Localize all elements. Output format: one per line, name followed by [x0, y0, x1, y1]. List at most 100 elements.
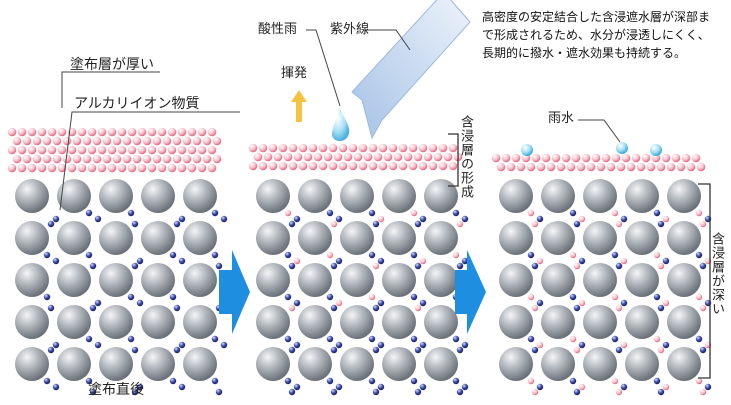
coating-particle	[7, 127, 17, 137]
coating-particle	[428, 143, 438, 153]
alkali-ion-particle	[52, 215, 60, 223]
alkali-ion-particle	[43, 377, 51, 385]
panel-before	[7, 127, 228, 396]
impregnation-particle	[615, 388, 623, 396]
alkali-ion-particle	[461, 383, 469, 391]
coating-particle	[506, 162, 516, 172]
coating-particle	[107, 163, 117, 173]
coating-particle	[202, 136, 212, 146]
substrate-particle	[298, 347, 332, 381]
coating-particle	[52, 136, 62, 146]
substrate-particle	[340, 347, 374, 381]
alkali-ion-particle	[94, 341, 102, 349]
alkali-ion-particle	[330, 388, 338, 396]
alkali-ion-particle	[293, 341, 301, 349]
caption-before: 塗布直後	[88, 382, 144, 398]
coating-particle	[298, 161, 308, 171]
alkali-ion-particle	[536, 383, 544, 391]
alkali-ion-particle	[131, 388, 139, 396]
impregnation-particle	[569, 251, 577, 259]
substrate-particle	[340, 263, 374, 297]
coating-particle	[117, 163, 127, 173]
substrate-particle	[141, 263, 175, 297]
impregnation-particle	[531, 388, 539, 396]
coating-particle	[57, 163, 67, 173]
substrate-particle	[57, 179, 91, 213]
impregnation-particle	[452, 251, 460, 259]
alkali-ion-particle	[620, 215, 628, 223]
substrate-particle	[583, 347, 617, 381]
coating-particle	[418, 161, 428, 171]
alkali-ion-particle	[527, 251, 535, 259]
coating-particle	[308, 143, 318, 153]
alkali-ion-particle	[136, 383, 144, 391]
coating-particle	[77, 127, 87, 137]
alkali-ion-particle	[288, 262, 296, 270]
coating-particle	[536, 162, 546, 172]
coating-particle	[17, 127, 27, 137]
alkali-ion-particle	[335, 257, 343, 265]
coating-particle	[7, 163, 17, 173]
substrate-particle	[141, 305, 175, 339]
substrate-particle	[340, 305, 374, 339]
coating-particle	[202, 154, 212, 164]
coating-particle	[601, 153, 611, 163]
alkali-ion-particle	[284, 377, 292, 385]
label-thick-layer: 塗布層が厚い	[70, 57, 154, 73]
coating-particle	[566, 162, 576, 172]
coating-particle	[57, 127, 67, 137]
impregnation-particle	[615, 220, 623, 228]
coating-particle	[348, 143, 358, 153]
alkali-ion-particle	[136, 257, 144, 265]
alkali-ion-particle	[456, 346, 464, 354]
coating-particle	[368, 161, 378, 171]
coating-particle	[358, 143, 368, 153]
alkali-ion-particle	[569, 209, 577, 217]
coating-particle	[423, 152, 433, 162]
substrate-particle	[183, 263, 217, 297]
coating-particle	[691, 153, 701, 163]
substrate-particle	[583, 305, 617, 339]
coating-particle	[403, 152, 413, 162]
alkali-ion-particle	[611, 335, 619, 343]
coating-particle	[393, 152, 403, 162]
alkali-ion-particle	[326, 293, 334, 301]
coating-particle	[57, 145, 67, 155]
coating-particle	[418, 143, 428, 153]
substrate-particle	[625, 305, 659, 339]
coating-particle	[268, 161, 278, 171]
alkali-ion-particle	[452, 377, 460, 385]
substrate-particle	[667, 263, 701, 297]
alkali-ion-particle	[452, 209, 460, 217]
water-droplet	[521, 144, 533, 156]
impregnation-particle	[368, 293, 376, 301]
impregnation-particle	[657, 262, 665, 270]
coating-particle	[97, 163, 107, 173]
coating-particle	[531, 153, 541, 163]
substrate-particle	[382, 179, 416, 213]
alkali-ion-particle	[169, 377, 177, 385]
coating-particle	[671, 153, 681, 163]
substrate-particle	[141, 347, 175, 381]
leader-acid-rain	[306, 29, 341, 107]
coating-particle	[22, 154, 32, 164]
coating-particle	[32, 154, 42, 164]
alkali-ion-particle	[419, 215, 427, 223]
coating-particle	[197, 127, 207, 137]
substrate-particle	[141, 179, 175, 213]
alkali-ion-particle	[456, 262, 464, 270]
substrate-particle	[667, 305, 701, 339]
substrate-particle	[99, 221, 133, 255]
coating-particle	[7, 145, 17, 155]
coating-particle	[606, 162, 616, 172]
alkali-ion-particle	[704, 383, 712, 391]
coating-particle	[122, 136, 132, 146]
alkali-ion-particle	[89, 388, 97, 396]
coating-particle	[438, 161, 448, 171]
alkali-ion-particle	[85, 335, 93, 343]
alkali-ion-particle	[531, 346, 539, 354]
alkali-ion-particle	[52, 341, 60, 349]
coating-particle	[177, 145, 187, 155]
impregnation-particle	[330, 220, 338, 228]
